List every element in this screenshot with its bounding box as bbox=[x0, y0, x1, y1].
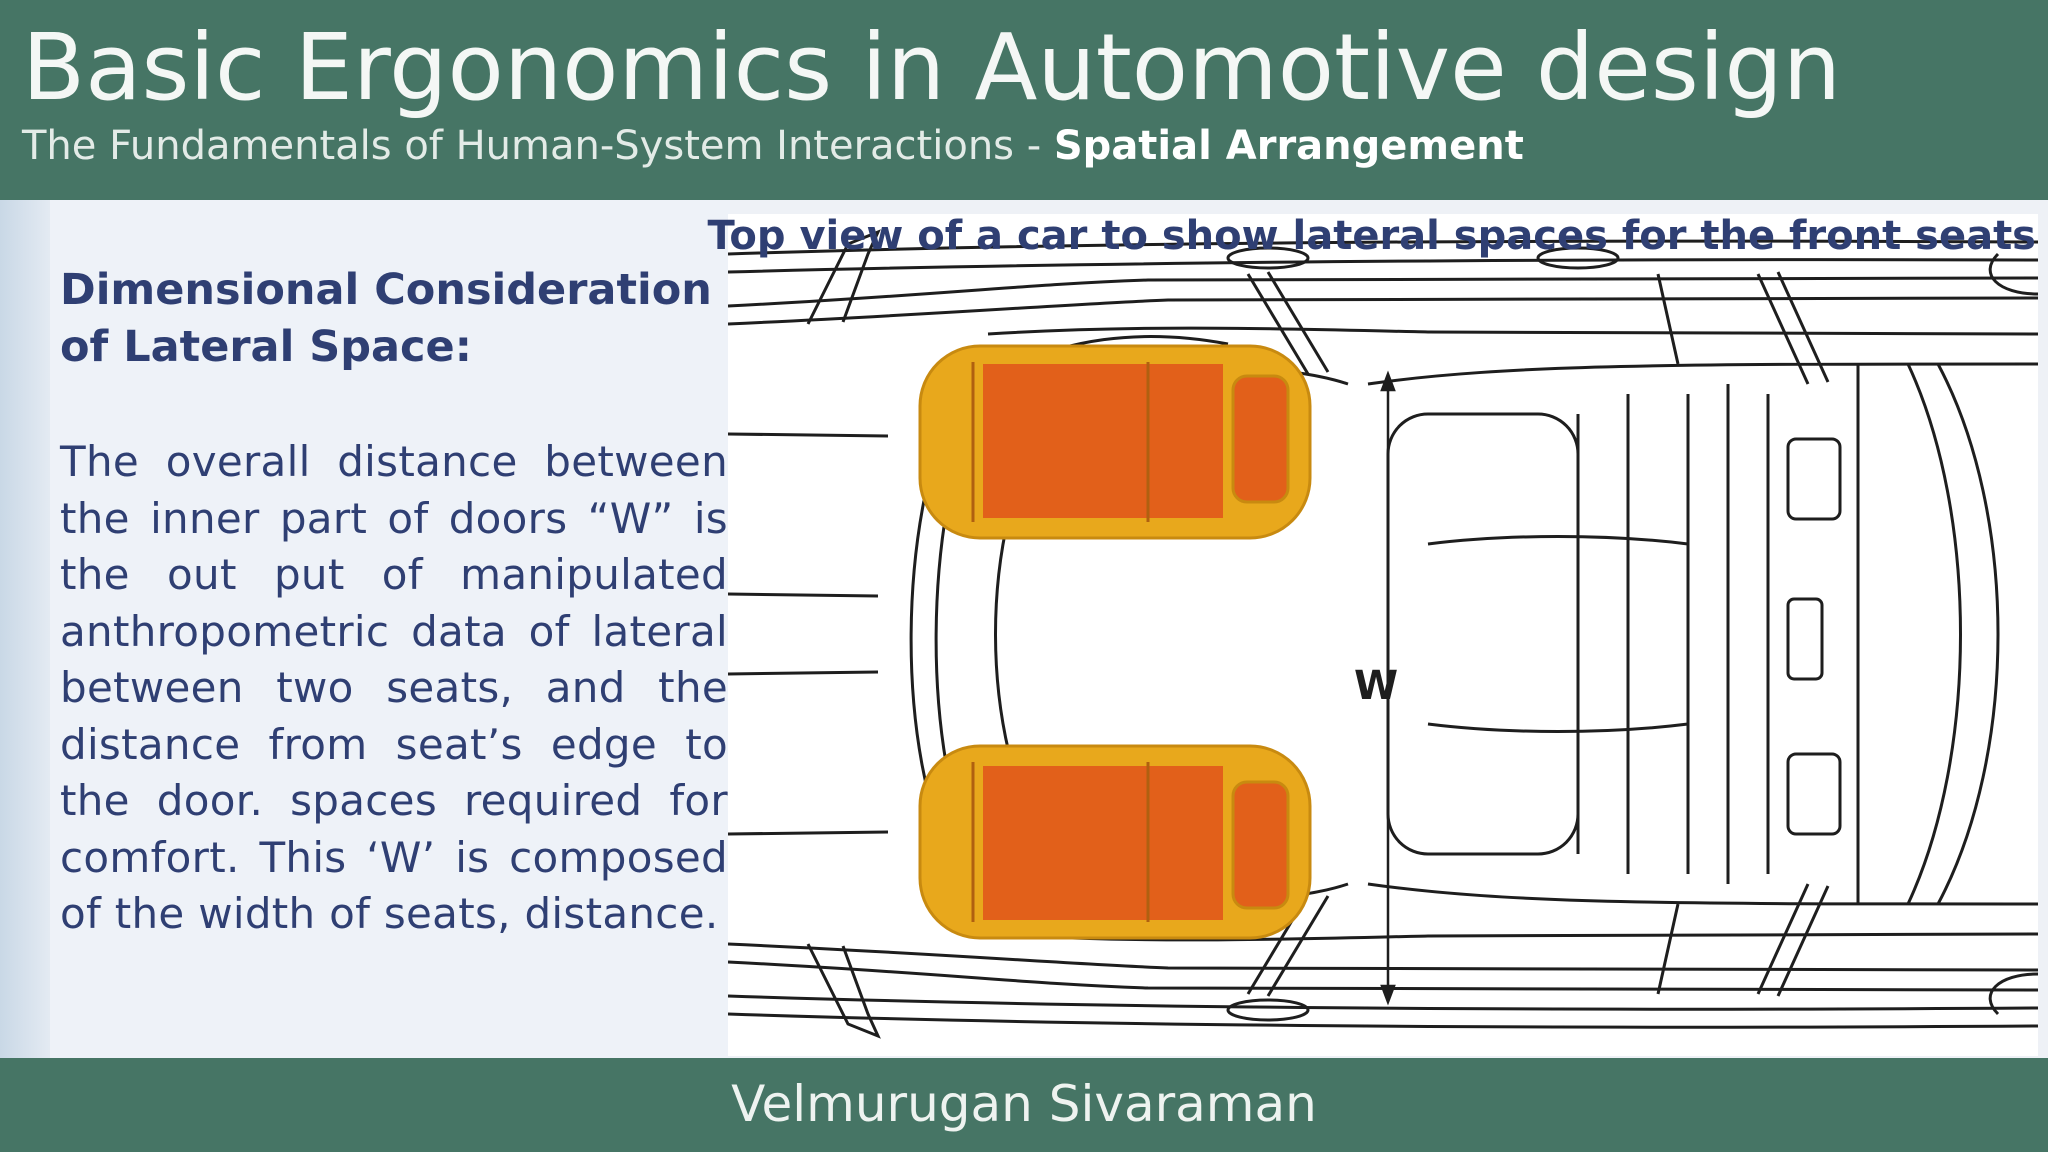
author-name: Velmurugan Sivaraman bbox=[731, 1075, 1317, 1133]
body-paragraph: The overall distance between the inner p… bbox=[60, 437, 728, 938]
car-top-view-drawing: W bbox=[728, 229, 2038, 1039]
footer-bar: Velmurugan Sivaraman bbox=[0, 1058, 2048, 1152]
subtitle-emphasis: Spatial Arrangement bbox=[1053, 123, 1524, 169]
front-seat-bottom bbox=[918, 744, 1312, 940]
slide-title: Basic Ergonomics in Automotive design bbox=[22, 14, 1842, 121]
content-panel bbox=[50, 200, 730, 1058]
car-top-view-figure: W bbox=[728, 214, 2038, 1056]
slide-subtitle: The Fundamentals of Human-System Interac… bbox=[22, 118, 1524, 174]
figure-caption: Top view of a car to show lateral spaces… bbox=[707, 213, 2036, 259]
section-heading: Dimensional Consideration of Lateral Spa… bbox=[60, 265, 712, 372]
header-bar: Basic Ergonomics in Automotive design Th… bbox=[0, 0, 2048, 200]
w-dimension-label: W bbox=[1354, 663, 1398, 709]
front-seat-top bbox=[918, 344, 1312, 540]
w-dimension-arrow bbox=[1380, 370, 1396, 1006]
subtitle-prefix: The Fundamentals of Human-System Interac… bbox=[22, 123, 1054, 169]
